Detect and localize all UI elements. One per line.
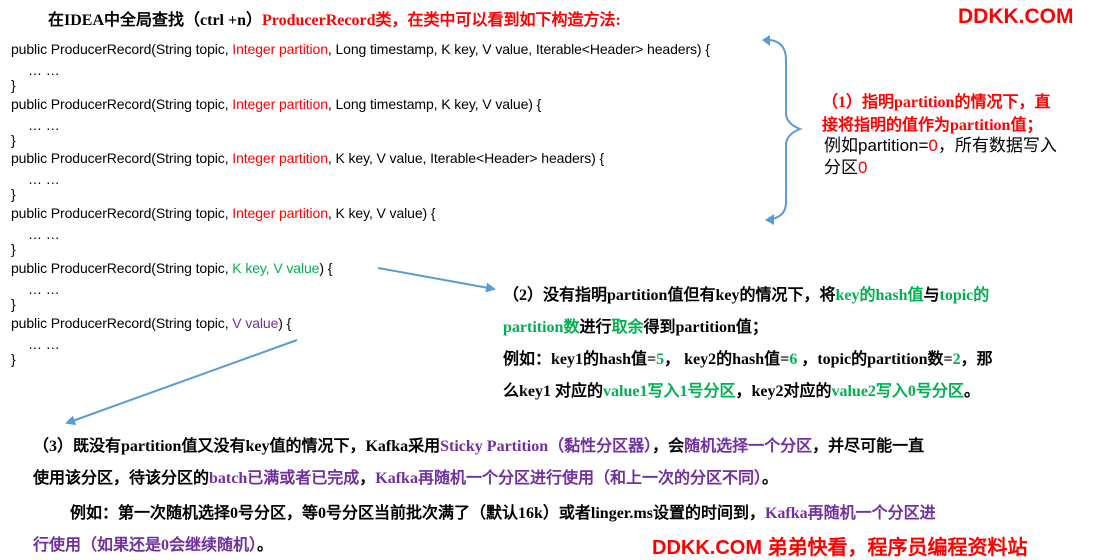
note3-line4: 行使用（如果还是0会继续随机）。: [33, 531, 273, 555]
note2-highlight: key的hash值: [835, 287, 924, 304]
code-param-value: V value: [232, 315, 279, 331]
code-line: public ProducerRecord(String topic, Inte…: [11, 149, 604, 167]
note3-highlight: 行使用（如果还是0会继续随机）: [33, 537, 258, 554]
note2-text: ， key2的hash值=: [664, 351, 790, 368]
right-brace: [769, 39, 803, 220]
note2-highlight: 取余: [611, 319, 644, 336]
note2-value: 2: [952, 351, 961, 368]
note2-highlight: value2写入0号分区: [831, 383, 964, 400]
code-close-brace: }: [11, 296, 16, 312]
code-ellipsis: … …: [28, 226, 60, 242]
note1-value: 0: [928, 136, 938, 155]
note3-text: ，: [359, 470, 376, 487]
note2-text: ，topic的partition数=: [797, 351, 953, 368]
code-param-partition: Integer partition: [232, 205, 328, 221]
note2-text: 。: [963, 383, 980, 400]
note3-line3: 例如：第一次随机选择0号分区，等0号分区当前批次满了（默认16k）或者linge…: [70, 499, 936, 523]
header-prefix: 在IDEA中全局查找（ctrl +n）: [48, 12, 263, 29]
code-param-partition: Integer partition: [232, 150, 328, 166]
arrow-to-note3: [65, 339, 298, 425]
code-ellipsis: … …: [28, 171, 60, 187]
code-text: public ProducerRecord(String topic,: [11, 41, 233, 57]
note3-line1: （3）既没有partition值又没有key值的情况下，Kafka采用Stick…: [33, 432, 924, 456]
watermark-bottom: DDKK.COM 弟弟快看，程序员编程资料站: [652, 537, 1028, 559]
code-text: ) {: [319, 260, 333, 276]
note2-highlight: partition数: [503, 319, 580, 336]
note2-text: 么key1 对应的: [503, 383, 604, 400]
code-close-brace: }: [11, 186, 16, 202]
code-close-brace: }: [11, 132, 16, 148]
code-text: ) {: [278, 315, 292, 331]
note3-highlight: Kafka再随机一个分区进行使用（和上一次的分区不同）: [375, 470, 762, 487]
note1-line2: 接将指明的值作为partition值；: [822, 117, 1043, 134]
note3-text: 使用该分区，待该分区的: [33, 470, 210, 487]
code-param-key-value: K key, V value: [232, 260, 320, 276]
code-line: public ProducerRecord(String topic, Inte…: [11, 40, 710, 58]
note3-text: （3）既没有partition值又没有key值的情况下，Kafka采用: [33, 438, 441, 455]
code-text: public ProducerRecord(String topic,: [11, 96, 233, 112]
note2-line1: （2）没有指明partition值但有key的情况下，将key的hash值与to…: [503, 281, 989, 305]
note3-text: 。: [761, 470, 778, 487]
note2-highlight: value1写入1号分区: [603, 383, 736, 400]
note3-text: 例如：第一次随机选择0号分区，等0号分区当前批次满了（默认16k）或者linge…: [70, 505, 765, 522]
code-close-brace: }: [11, 351, 16, 367]
note2-line4: 么key1 对应的value1写入1号分区，key2对应的value2写入0号分…: [503, 377, 980, 401]
watermark-top: DDKK.COM: [958, 5, 1074, 28]
code-ellipsis: … …: [28, 62, 60, 78]
code-line: public ProducerRecord(String topic, Inte…: [11, 204, 436, 222]
brace-arrowhead-top: [762, 35, 770, 46]
page-header: 在IDEA中全局查找（ctrl +n）ProducerRecord类，在类中可以…: [48, 6, 621, 30]
arrow-to-note2: [377, 267, 496, 293]
code-text: , Long timestamp, K key, V value, Iterab…: [327, 41, 710, 57]
note2-text: 进行: [579, 319, 612, 336]
code-text: public ProducerRecord(String topic,: [11, 205, 233, 221]
note1-line4: 分区0: [824, 153, 867, 178]
code-param-partition: Integer partition: [232, 96, 328, 112]
note1-text: ，所有数据写入: [937, 136, 1057, 155]
code-text: public ProducerRecord(String topic,: [11, 315, 233, 331]
note2-text: 例如：key1的hash值=: [503, 351, 657, 368]
code-ellipsis: … …: [28, 281, 60, 297]
note3-text: ，会: [652, 438, 685, 455]
code-text: , Long timestamp, K key, V value) {: [327, 96, 542, 112]
code-line: public ProducerRecord(String topic, Inte…: [11, 95, 541, 113]
code-line: public ProducerRecord(String topic, V va…: [11, 314, 291, 332]
code-param-partition: Integer partition: [232, 41, 328, 57]
code-close-brace: }: [11, 77, 16, 93]
note2-text: 与: [923, 287, 940, 304]
code-text: public ProducerRecord(String topic,: [11, 260, 233, 276]
note3-text: ，并尽可能一直: [812, 438, 925, 455]
code-text: , K key, V value, Iterable<Header> heade…: [327, 150, 605, 166]
note2-value: 6: [789, 351, 798, 368]
note2-text: 得到partition值；: [643, 319, 768, 336]
note2-text: （2）没有指明partition值但有key的情况下，将: [503, 287, 836, 304]
code-text: public ProducerRecord(String topic,: [11, 150, 233, 166]
header-class-name: ProducerRecord类，在类中可以看到如下构造方法:: [262, 12, 621, 29]
note1-value: 0: [858, 158, 868, 177]
code-line: public ProducerRecord(String topic, K ke…: [11, 259, 332, 277]
note1-text: 例如partition=: [824, 136, 929, 155]
note3-line2: 使用该分区，待该分区的batch已满或者已完成，Kafka再随机一个分区进行使用…: [33, 464, 778, 488]
code-text: , K key, V value) {: [327, 205, 436, 221]
note3-text: 。: [257, 537, 274, 554]
brace-arrowhead-bottom: [765, 214, 774, 225]
note2-highlight: topic的: [939, 287, 990, 304]
note2-line3: 例如：key1的hash值=5， key2的hash值=6 ，topic的par…: [503, 345, 993, 369]
note2-text: ，key2对应的: [735, 383, 832, 400]
note2-line2: partition数进行取余得到partition值；: [503, 313, 768, 337]
note1-line3: 例如partition=0，所有数据写入: [824, 131, 1057, 156]
note2-value: 5: [656, 351, 665, 368]
code-ellipsis: … …: [28, 117, 60, 133]
note1-text: 分区: [824, 158, 858, 177]
note2-text: ，那: [960, 351, 993, 368]
note3-highlight: 随机选择一个分区: [684, 438, 813, 455]
code-close-brace: }: [11, 241, 16, 257]
code-ellipsis: … …: [28, 336, 60, 352]
note3-highlight: batch已满或者已完成: [209, 470, 360, 487]
note3-highlight: Sticky Partition（黏性分区器）: [440, 438, 653, 455]
note3-highlight: Kafka再随机一个分区进: [764, 505, 936, 522]
note1-line1: （1）指明partition的情况下，直: [822, 94, 1051, 111]
